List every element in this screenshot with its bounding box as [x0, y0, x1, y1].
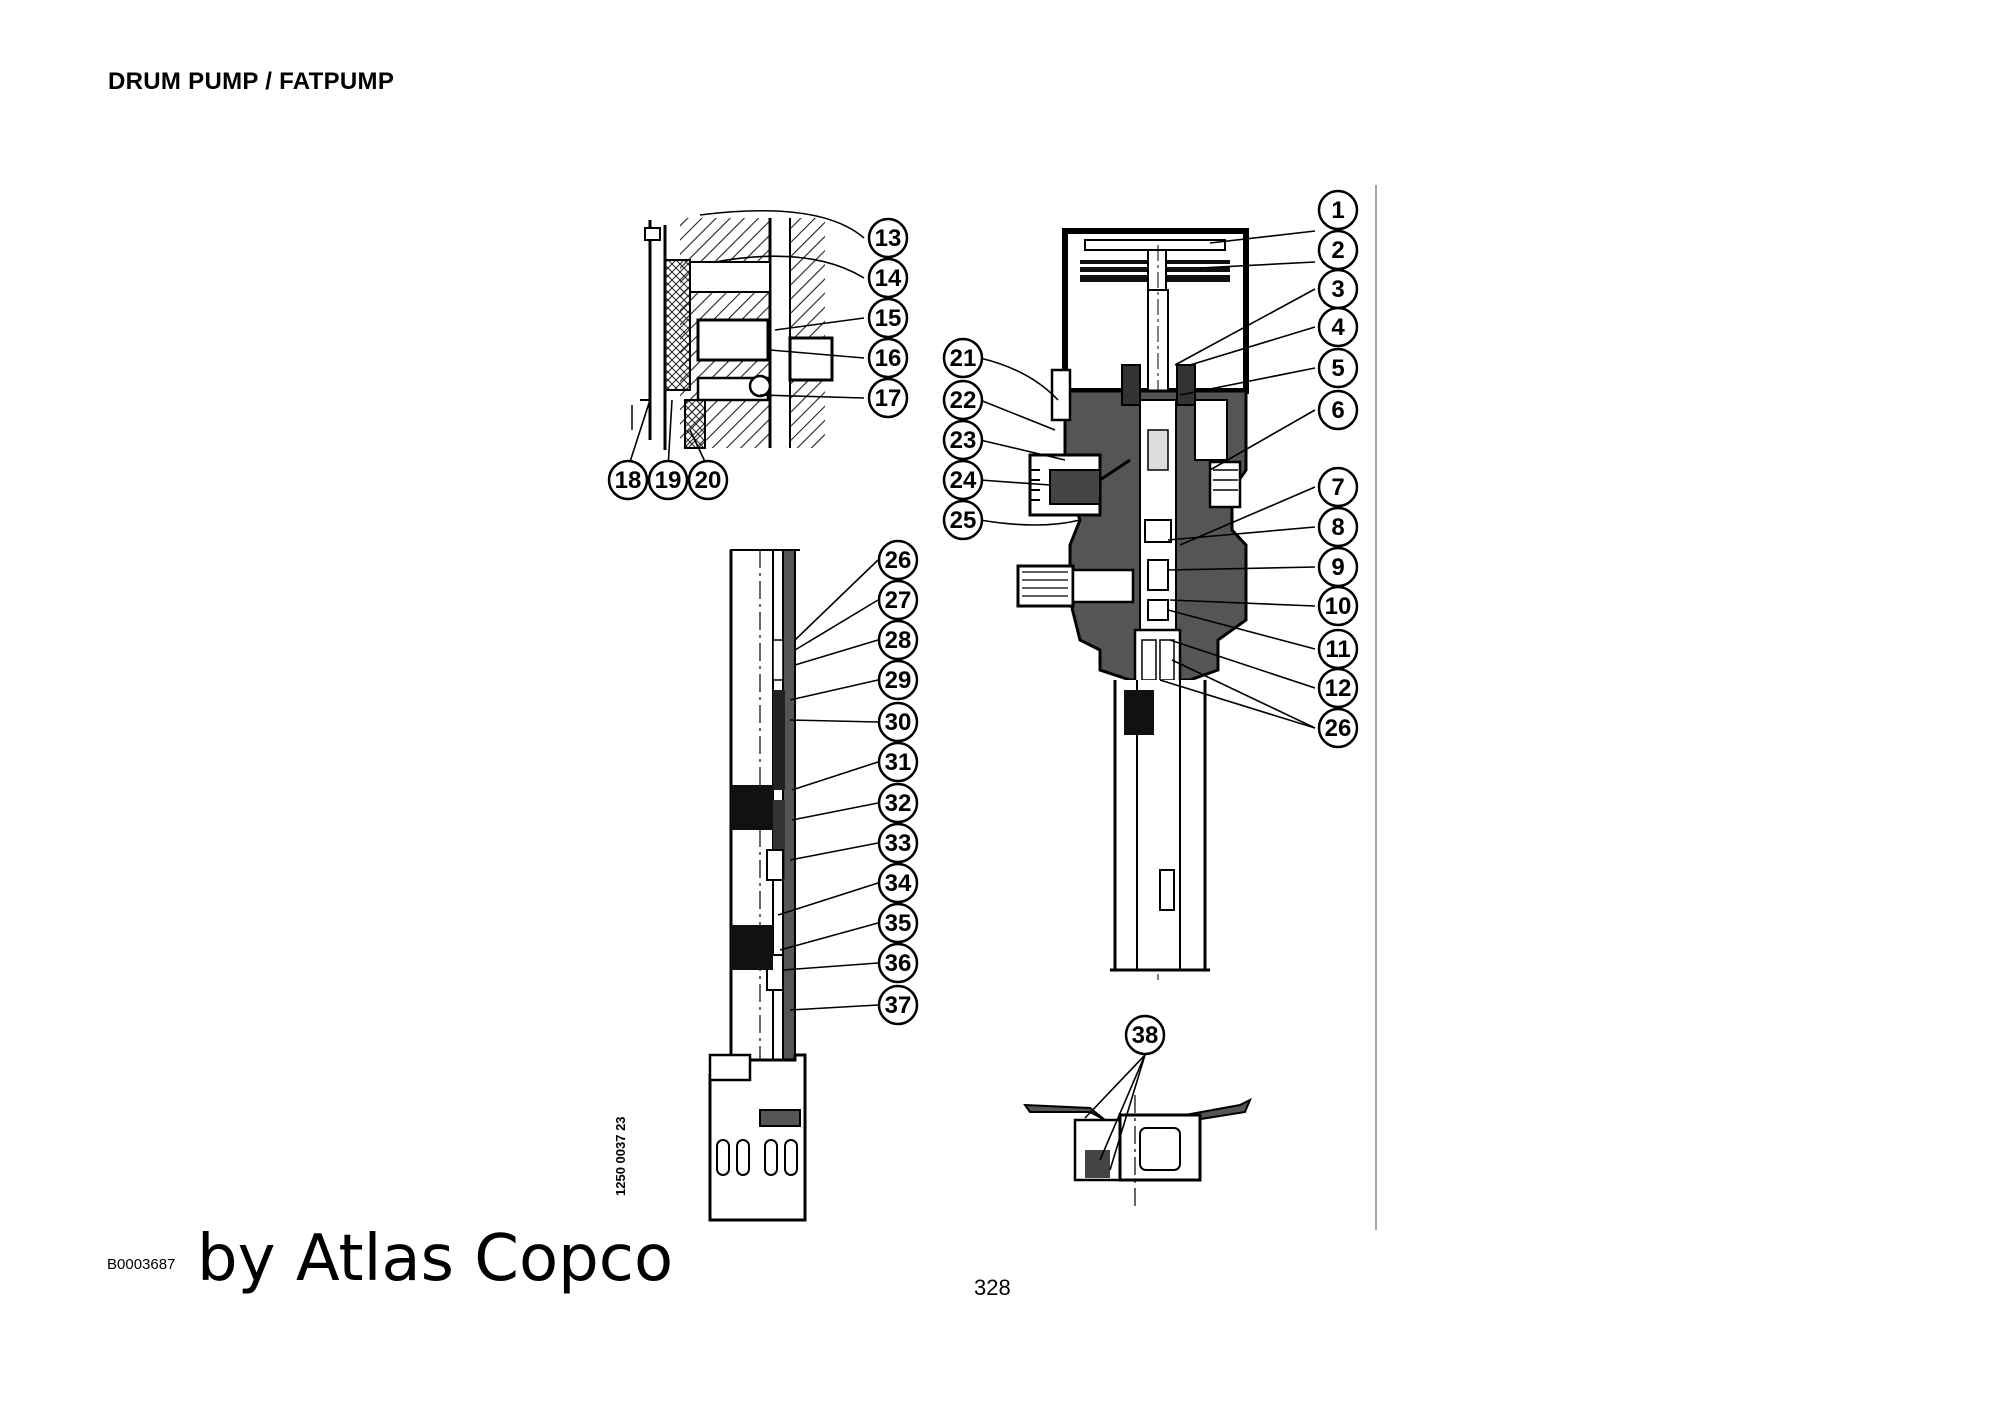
callout-31: 31	[877, 741, 919, 783]
callout-30: 30	[877, 701, 919, 743]
callout-number: 10	[1325, 593, 1352, 620]
callout-22: 22	[942, 379, 984, 421]
callout-26: 26	[877, 539, 919, 581]
callout-number: 19	[655, 467, 682, 494]
callout-36: 36	[877, 942, 919, 984]
callout-number: 14	[875, 265, 902, 292]
callout-11: 11	[1317, 628, 1359, 670]
callout-35: 35	[877, 902, 919, 944]
callout-number: 27	[885, 587, 912, 614]
drawing-number: 1250 0037 23	[613, 1116, 628, 1196]
callout-number: 2	[1331, 237, 1344, 264]
seal-detail-view	[631, 218, 834, 450]
callout-number: 18	[615, 467, 642, 494]
pump-head-view	[1016, 228, 1249, 980]
callout-2: 2	[1317, 229, 1359, 271]
callout-number: 21	[950, 345, 977, 372]
callout-number: 1	[1331, 197, 1344, 224]
callout-number: 36	[885, 950, 912, 977]
callout-4: 4	[1317, 306, 1359, 348]
callout-number: 8	[1331, 514, 1344, 541]
page-title: DRUM PUMP / FATPUMP	[108, 68, 395, 95]
callout-27: 27	[877, 579, 919, 621]
callout-3: 3	[1317, 268, 1359, 310]
drum-adapter-view	[1022, 1095, 1252, 1210]
callout-number: 38	[1132, 1022, 1159, 1049]
callout-number: 7	[1331, 474, 1344, 501]
callout-number: 22	[950, 387, 977, 414]
callout-37: 37	[877, 984, 919, 1026]
callout-number: 17	[875, 385, 902, 412]
callout-7: 7	[1317, 466, 1359, 508]
callout-13: 13	[867, 217, 909, 259]
callout-25: 25	[942, 499, 984, 541]
callout-number: 35	[885, 910, 912, 937]
callout-number: 23	[950, 427, 977, 454]
callout-16: 16	[867, 337, 909, 379]
callout-number: 4	[1331, 314, 1345, 341]
callout-10: 10	[1317, 585, 1359, 627]
callout-17: 17	[867, 377, 909, 419]
leader-lines	[627, 209, 1316, 1171]
callout-19: 19	[647, 459, 689, 501]
callout-number: 15	[875, 305, 902, 332]
callout-number: 29	[885, 667, 912, 694]
callout-24: 24	[942, 459, 984, 501]
callout-number: 6	[1331, 397, 1344, 424]
callout-21: 21	[942, 337, 984, 379]
callout-number: 20	[695, 467, 722, 494]
callout-number: 30	[885, 709, 912, 736]
callout-number: 31	[885, 749, 912, 776]
callout-number: 34	[885, 870, 912, 897]
callout-number: 26	[885, 547, 912, 574]
page-number: 328	[974, 1275, 1011, 1300]
callout-12: 12	[1317, 667, 1359, 709]
callout-number: 26	[1325, 715, 1352, 742]
callout-number: 16	[875, 345, 902, 372]
callout-number: 25	[950, 507, 977, 534]
callout-5: 5	[1317, 347, 1359, 389]
document-code: B0003687	[107, 1256, 176, 1273]
callout-26: 26	[1317, 707, 1359, 749]
callout-number: 28	[885, 627, 912, 654]
callout-number: 24	[950, 467, 977, 494]
callout-number: 11	[1325, 636, 1350, 663]
callout-number: 37	[885, 992, 912, 1019]
callout-32: 32	[877, 782, 919, 824]
callout-number: 33	[885, 830, 912, 857]
callout-20: 20	[687, 459, 729, 501]
callout-23: 23	[942, 419, 984, 461]
brand-text: by Atlas Copco	[197, 1222, 674, 1296]
callout-18: 18	[607, 459, 649, 501]
callout-6: 6	[1317, 389, 1359, 431]
pump-tube-view	[708, 549, 807, 1222]
callout-number: 5	[1331, 355, 1344, 382]
callout-number: 32	[885, 790, 912, 817]
callout-15: 15	[867, 297, 909, 339]
callout-number: 12	[1325, 675, 1352, 702]
callout-number: 13	[875, 225, 902, 252]
callout-38: 38	[1124, 1014, 1166, 1056]
callout-29: 29	[877, 659, 919, 701]
callout-8: 8	[1317, 506, 1359, 548]
callout-number: 9	[1331, 554, 1344, 581]
callout-number: 3	[1331, 276, 1344, 303]
callout-34: 34	[877, 862, 919, 904]
callout-33: 33	[877, 822, 919, 864]
callout-1: 1	[1317, 189, 1359, 231]
callout-9: 9	[1317, 546, 1359, 588]
callout-14: 14	[867, 257, 909, 299]
callout-28: 28	[877, 619, 919, 661]
